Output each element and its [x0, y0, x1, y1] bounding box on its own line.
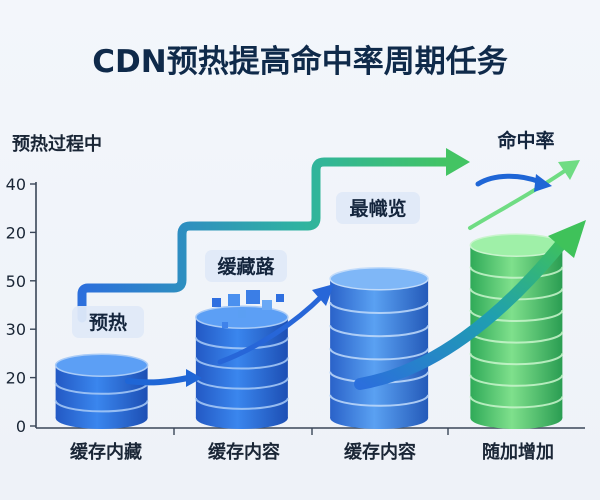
cube [246, 290, 260, 304]
bar-ring [329, 394, 430, 407]
growth-arrow-top-head [558, 160, 580, 180]
growth-arrow-large [354, 232, 572, 390]
bar-4 [469, 233, 564, 429]
y-tick-label: 0 [16, 417, 26, 436]
stage-step-arrow [77, 157, 453, 323]
y-tick-label: 40 [6, 175, 26, 194]
growth-arrow-top [468, 168, 568, 230]
bar-body [470, 245, 563, 418]
cube [238, 310, 246, 318]
cube [222, 322, 228, 328]
x-ticks: 缓存内藏 缓存内容 缓存内容 随加增加 [70, 428, 554, 463]
bar-2 [194, 305, 289, 429]
cube [276, 294, 284, 302]
stage-label-1: 预热 [72, 306, 144, 338]
stage-label-4: 命中率 [497, 129, 554, 152]
bar-ring [194, 377, 289, 390]
bar-base [55, 407, 148, 429]
y-tick-label: 50 [6, 272, 26, 291]
x-tick-label: 缓存内容 [208, 441, 280, 463]
chart-title: CDN预热提高命中率周期任务 [92, 44, 507, 80]
bar-ring [469, 309, 564, 322]
bar-body [330, 278, 429, 418]
stage-label-text: 缓藏蕗 [217, 255, 275, 278]
cube [212, 298, 221, 307]
bar-base [330, 407, 429, 429]
bar-top [329, 267, 429, 291]
stage-label-bg [205, 250, 287, 282]
data-cubes [212, 290, 284, 328]
growth-arrow-mid [217, 293, 325, 365]
bar-base [195, 407, 288, 429]
y-tick-label: 30 [6, 320, 26, 339]
y-ticks: 40 20 50 30 20 0 [6, 175, 36, 436]
x-tick-label: 缓存内容 [344, 441, 416, 463]
bar-1 [54, 353, 149, 429]
bar-ring [329, 324, 430, 338]
growth-arrow-small [125, 375, 191, 386]
bar-ring [194, 357, 289, 370]
y-tick-label: 20 [6, 369, 26, 388]
cube [228, 294, 240, 306]
stage-label-3: 最幟览 [336, 192, 420, 224]
bar-ring [329, 348, 430, 361]
bar-base [470, 407, 563, 429]
stage-label-bg [72, 306, 144, 338]
stage-label-2: 缓藏蕗 [205, 250, 287, 282]
bar-ring [469, 266, 564, 279]
stage-label-bg [336, 192, 420, 224]
bar-ring [54, 400, 149, 413]
stage-step-arrowhead [446, 148, 470, 176]
cube [262, 300, 272, 310]
stage-label-text: 命中率 [497, 129, 554, 152]
y-axis-label: 预热过程中 [12, 133, 102, 155]
bar-ring [194, 397, 289, 410]
bar-top [54, 353, 149, 377]
growth-arrow-large-head [548, 220, 586, 258]
growth-arrow-mid-head [312, 284, 334, 306]
bar-ring [469, 374, 564, 387]
bar-ring [469, 352, 564, 366]
swirl-arrow [475, 173, 543, 187]
bar-ring [329, 301, 430, 314]
bar-ring [194, 337, 289, 350]
swirl-arrow-head [534, 174, 552, 192]
bar-ring [54, 382, 149, 395]
x-tick-label: 缓存内藏 [70, 441, 142, 463]
y-tick-label: 20 [6, 223, 26, 242]
stage-label-text: 最幟览 [349, 197, 406, 220]
growth-arrow-small-head [186, 369, 202, 387]
bar-3 [329, 267, 430, 429]
bar-ring [469, 396, 564, 409]
bars-group [54, 233, 564, 429]
stage-labels: 预热 缓藏蕗 最幟览 命中率 [72, 129, 555, 338]
x-tick-label: 随加增加 [482, 441, 554, 463]
stage-label-text: 预热 [89, 311, 127, 334]
